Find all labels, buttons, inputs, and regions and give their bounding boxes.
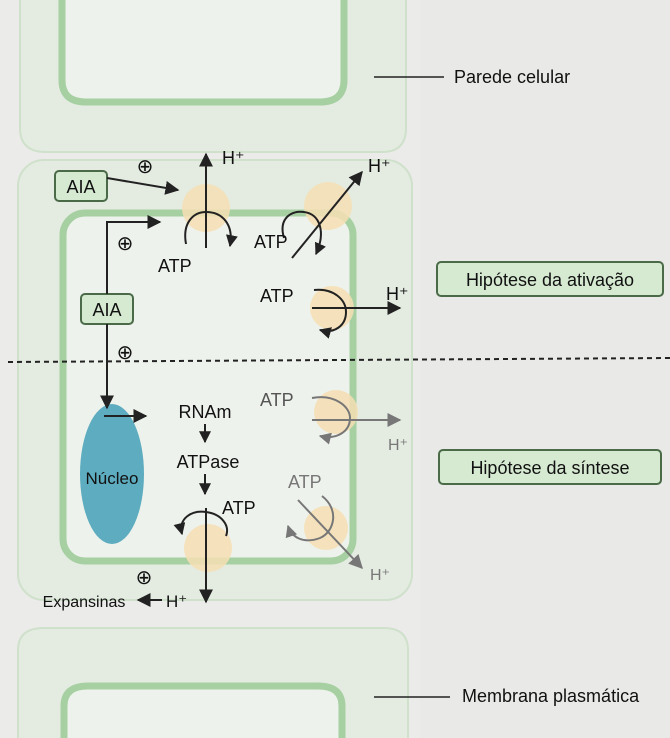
proton-pump-4 (311, 396, 402, 445)
plus-sign-4: ⊕ (136, 567, 153, 589)
signal-arrows (100, 177, 211, 607)
plasma-membrane-label: Membrana plasmática (462, 686, 640, 706)
aia-outer-label: AIA (66, 177, 95, 197)
pump-2-atp-label: ATP (254, 232, 288, 252)
pump-3-h-label: H⁺ (386, 284, 409, 304)
pump-4-h-label: H⁺ (388, 437, 408, 454)
pump-4-atp-label: ATP (260, 390, 294, 410)
pump-6-atp-label: ATP (222, 498, 256, 518)
pump-5-h-label: H⁺ (370, 567, 390, 584)
nucleus (80, 404, 144, 544)
lower-cell-membrane (60, 682, 346, 738)
proton-pump-6 (173, 508, 228, 604)
lower-cell (17, 627, 409, 738)
synthesis-hypothesis-label: Hipótese da síntese (470, 458, 629, 478)
pump-5-atp-label: ATP (288, 472, 322, 492)
expansins-label: Expansinas (43, 594, 126, 611)
aia-outer-box (54, 170, 108, 202)
cell-wall-label: Parede celular (454, 67, 570, 87)
plus-sign-1: ⊕ (137, 156, 154, 178)
pump-3-atp-label: ATP (260, 286, 294, 306)
nucleus-label: Núcleo (86, 469, 139, 488)
proton-pump-3 (312, 288, 402, 339)
pump-1-atp-label: ATP (158, 256, 192, 276)
atpase-label: ATPase (177, 452, 240, 472)
upper-cell (19, 0, 407, 153)
pump-6-h-label: H⁺ (166, 592, 187, 611)
pump-2-h-label: H⁺ (368, 156, 391, 176)
upper-cell-wall (58, 0, 348, 106)
proton-pump-1 (184, 152, 238, 248)
aia-inner-up-arrow (106, 215, 162, 294)
pump-glow-4 (314, 390, 358, 434)
hypothesis-divider (7, 357, 670, 363)
plus-sign-2: ⊕ (117, 233, 134, 255)
plus-sign-3: ⊕ (117, 342, 134, 364)
pump-1-h-label: H⁺ (222, 148, 245, 168)
proton-pump-5 (285, 495, 363, 570)
activation-hypothesis-box (436, 261, 664, 297)
activation-hypothesis-label: Hipótese da ativação (466, 270, 634, 290)
proton-pump-2 (281, 170, 363, 259)
rnam-label: RNAm (179, 402, 232, 422)
aia-inner-label: AIA (92, 300, 121, 320)
pump-glow-2 (304, 182, 352, 230)
pump-glow-6 (184, 524, 232, 572)
aia-to-pump-arrow (106, 177, 180, 195)
synthesis-hypothesis-box (438, 449, 662, 485)
